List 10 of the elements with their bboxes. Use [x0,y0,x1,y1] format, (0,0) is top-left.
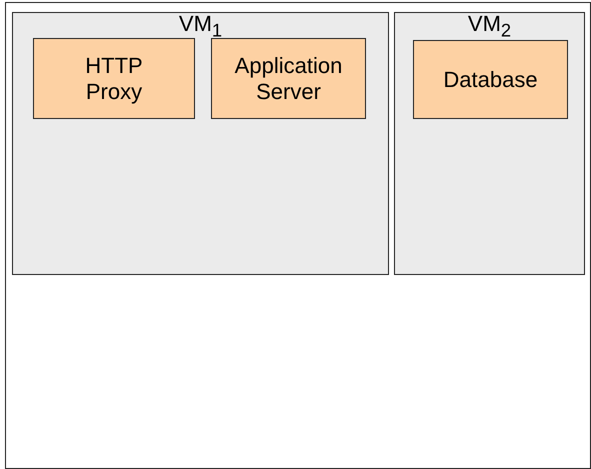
vm-label: VM$_{1}$ [178,13,222,42]
component-label: HTTP Proxy [84,52,144,104]
component-box [33,38,195,119]
component-label: Application Server [234,52,344,104]
vm-container [394,12,585,275]
vm-container [12,12,389,275]
component-box [211,38,366,119]
component-box [413,40,568,119]
vm-label: VM$_{2}$ [468,13,512,42]
component-label: Database [443,66,538,92]
